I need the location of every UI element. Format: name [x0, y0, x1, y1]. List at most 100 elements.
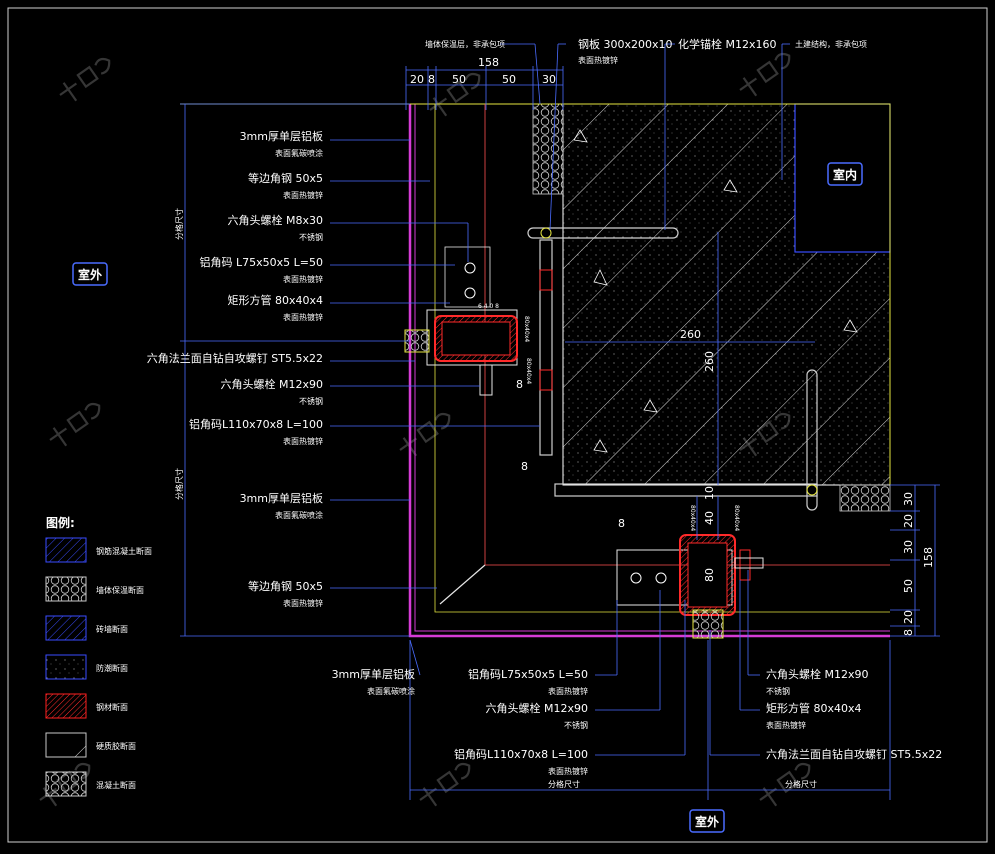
dim-260-vertical: 260 — [703, 351, 716, 372]
center-dimensions: 260 260 8 8 8 10 40 80 — [516, 328, 716, 582]
bottom-note-spec: 六角头螺栓 M12x90 — [486, 701, 589, 715]
legend-label: 墙体保温断面 — [96, 585, 144, 595]
dim-50: 50 — [902, 579, 915, 593]
upper-bracket: 80x40x4 80x40x4 6 4 0 8 — [404, 246, 553, 396]
left-note-spec: 铝角码L110x70x8 L=100 — [189, 417, 323, 431]
bottom-note-spec: 矩形方管 80x40x4 — [766, 701, 862, 715]
legend-label: 防潮断面 — [96, 663, 128, 673]
left-note-spec: 六角头螺栓 M12x90 — [221, 377, 324, 391]
legend-swatch-insulation — [45, 576, 87, 602]
dim-80: 80 — [703, 568, 716, 582]
legend-label: 钢筋混凝土断面 — [96, 546, 152, 556]
bottom-note-finish: 不锈钢 — [766, 686, 790, 696]
left-note-finish: 表面热镀锌 — [283, 312, 323, 322]
left-note-spec: 矩形方管 80x40x4 — [227, 293, 323, 307]
bottom-note-spec: 铝角码L110x70x8 L=100 — [454, 747, 588, 761]
grid-size-label: 分格尺寸 — [174, 468, 184, 500]
grid-size-labels: 分格尺寸 分格尺寸 分格尺寸 分格尺寸 — [174, 208, 817, 789]
svg-text:80x40x4: 80x40x4 — [525, 358, 532, 384]
note-plate-finish: 表面热镀锌 — [578, 55, 618, 65]
note-anchor-spec: 化学锚栓 M12x160 — [678, 37, 777, 51]
dim-158: 158 — [922, 547, 935, 568]
insulation-right — [839, 484, 891, 512]
legend-swatch-concrete — [45, 771, 87, 797]
insulation-top — [532, 103, 564, 195]
note-plate-spec: 钢板 300x200x10 — [578, 37, 673, 51]
dim-8: 8 — [516, 378, 523, 391]
legend-label: 混凝土断面 — [96, 780, 136, 790]
left-note-spec: 3mm厚单层铝板 — [240, 129, 323, 143]
dim-8: 8 — [521, 460, 528, 473]
grid-size-label: 分格尺寸 — [785, 779, 817, 789]
tag-text: 室外 — [695, 814, 719, 829]
dim-8: 8 — [618, 517, 625, 530]
lower-bracket: 80x40x4 80x40x4 — [616, 505, 764, 639]
dim-40: 40 — [703, 511, 716, 525]
dim-8: 8 — [902, 629, 915, 636]
legend-label: 砖墙断面 — [96, 624, 128, 634]
dimension-lines — [180, 66, 940, 800]
tag-outdoor-bottom: 室外 — [689, 809, 725, 833]
svg-text:80x40x4: 80x40x4 — [689, 505, 696, 531]
tag-text: 室外 — [78, 267, 102, 282]
axis-line-inner — [434, 104, 890, 613]
grid-size-label: 分格尺寸 — [174, 208, 184, 240]
legend-swatch-steel — [45, 693, 87, 719]
svg-text:80x40x4: 80x40x4 — [523, 316, 530, 342]
top-dimensions: 158 20 8 50 50 30 — [410, 56, 556, 86]
dim-30: 30 — [542, 73, 556, 86]
left-note-finish: 表面热镀锌 — [283, 598, 323, 608]
legend-label: 钢材断面 — [96, 702, 128, 712]
leader-lines — [330, 43, 790, 756]
left-note-finish: 表面氟碳喷涂 — [275, 510, 323, 520]
tag-indoor: 室内 — [827, 162, 863, 186]
left-note-finish: 表面热镀锌 — [283, 436, 323, 446]
dim-30: 30 — [902, 492, 915, 506]
svg-text:6 4 0 8: 6 4 0 8 — [478, 303, 499, 310]
right-dimensions: 30 20 30 50 20 8 158 — [902, 492, 935, 636]
bottom-note-spec: 六角法兰面自钻自攻螺钉 ST5.5x22 — [766, 747, 942, 761]
angle-brace — [439, 564, 486, 605]
bottom-note-finish: 不锈钢 — [564, 720, 588, 730]
dim-50b: 50 — [502, 73, 516, 86]
concrete-structure — [562, 103, 891, 486]
legend-swatch-reinforced-concrete — [45, 537, 87, 563]
note-insulation: 墙体保温层，非承包项 — [425, 39, 505, 49]
left-note-finish: 表面热镀锌 — [283, 190, 323, 200]
svg-text:80x40x4: 80x40x4 — [733, 505, 740, 531]
left-note-spec: 3mm厚单层铝板 — [240, 491, 323, 505]
left-note-finish: 不锈钢 — [299, 396, 323, 406]
bottom-note-finish: 表面热镀锌 — [766, 720, 806, 730]
left-note-spec: 铝角码 L75x50x5 L=50 — [200, 255, 323, 269]
dim-20: 20 — [410, 73, 424, 86]
bottom-note-finish: 表面氟碳喷涂 — [367, 686, 415, 696]
steel-plates — [527, 227, 818, 511]
legend-swatch-hard-rubber — [45, 732, 87, 758]
bottom-note-finish: 表面热镀锌 — [548, 686, 588, 696]
tag-outdoor-left: 室外 — [72, 262, 108, 286]
left-note-spec: 等边角钢 50x5 — [248, 579, 323, 593]
grid-size-label: 分格尺寸 — [548, 779, 580, 789]
left-note-finish: 表面氟碳喷涂 — [275, 148, 323, 158]
bottom-note-spec: 3mm厚单层铝板 — [332, 667, 415, 681]
dim-260-horizontal: 260 — [680, 328, 701, 341]
left-notes: 3mm厚单层铝板 表面氟碳喷涂 等边角钢 50x5 表面热镀锌 六角头螺栓 M8… — [147, 129, 323, 608]
dim-30: 30 — [902, 540, 915, 554]
left-note-spec: 六角头螺栓 M8x30 — [228, 213, 324, 227]
dim-8: 8 — [428, 73, 435, 86]
tag-text: 室内 — [833, 167, 857, 182]
dim-158: 158 — [478, 56, 499, 69]
left-note-spec: 六角法兰面自钻自攻螺钉 ST5.5x22 — [147, 351, 323, 365]
top-notes: 墙体保温层，非承包项 钢板 300x200x10 表面热镀锌 化学锚栓 M12x… — [425, 37, 867, 65]
dim-20: 20 — [902, 514, 915, 528]
dim-20: 20 — [902, 610, 915, 624]
bottom-notes: 3mm厚单层铝板 表面氟碳喷涂 铝角码L75x50x5 L=50 表面热镀锌 六… — [332, 667, 943, 776]
bottom-note-spec: 六角头螺栓 M12x90 — [766, 667, 869, 681]
left-note-finish: 不锈钢 — [299, 232, 323, 242]
left-note-finish: 表面热镀锌 — [283, 274, 323, 284]
left-note-spec: 等边角钢 50x5 — [248, 171, 323, 185]
bottom-note-finish: 表面热镀锌 — [548, 766, 588, 776]
note-structure: 土建结构，非承包项 — [795, 39, 867, 49]
